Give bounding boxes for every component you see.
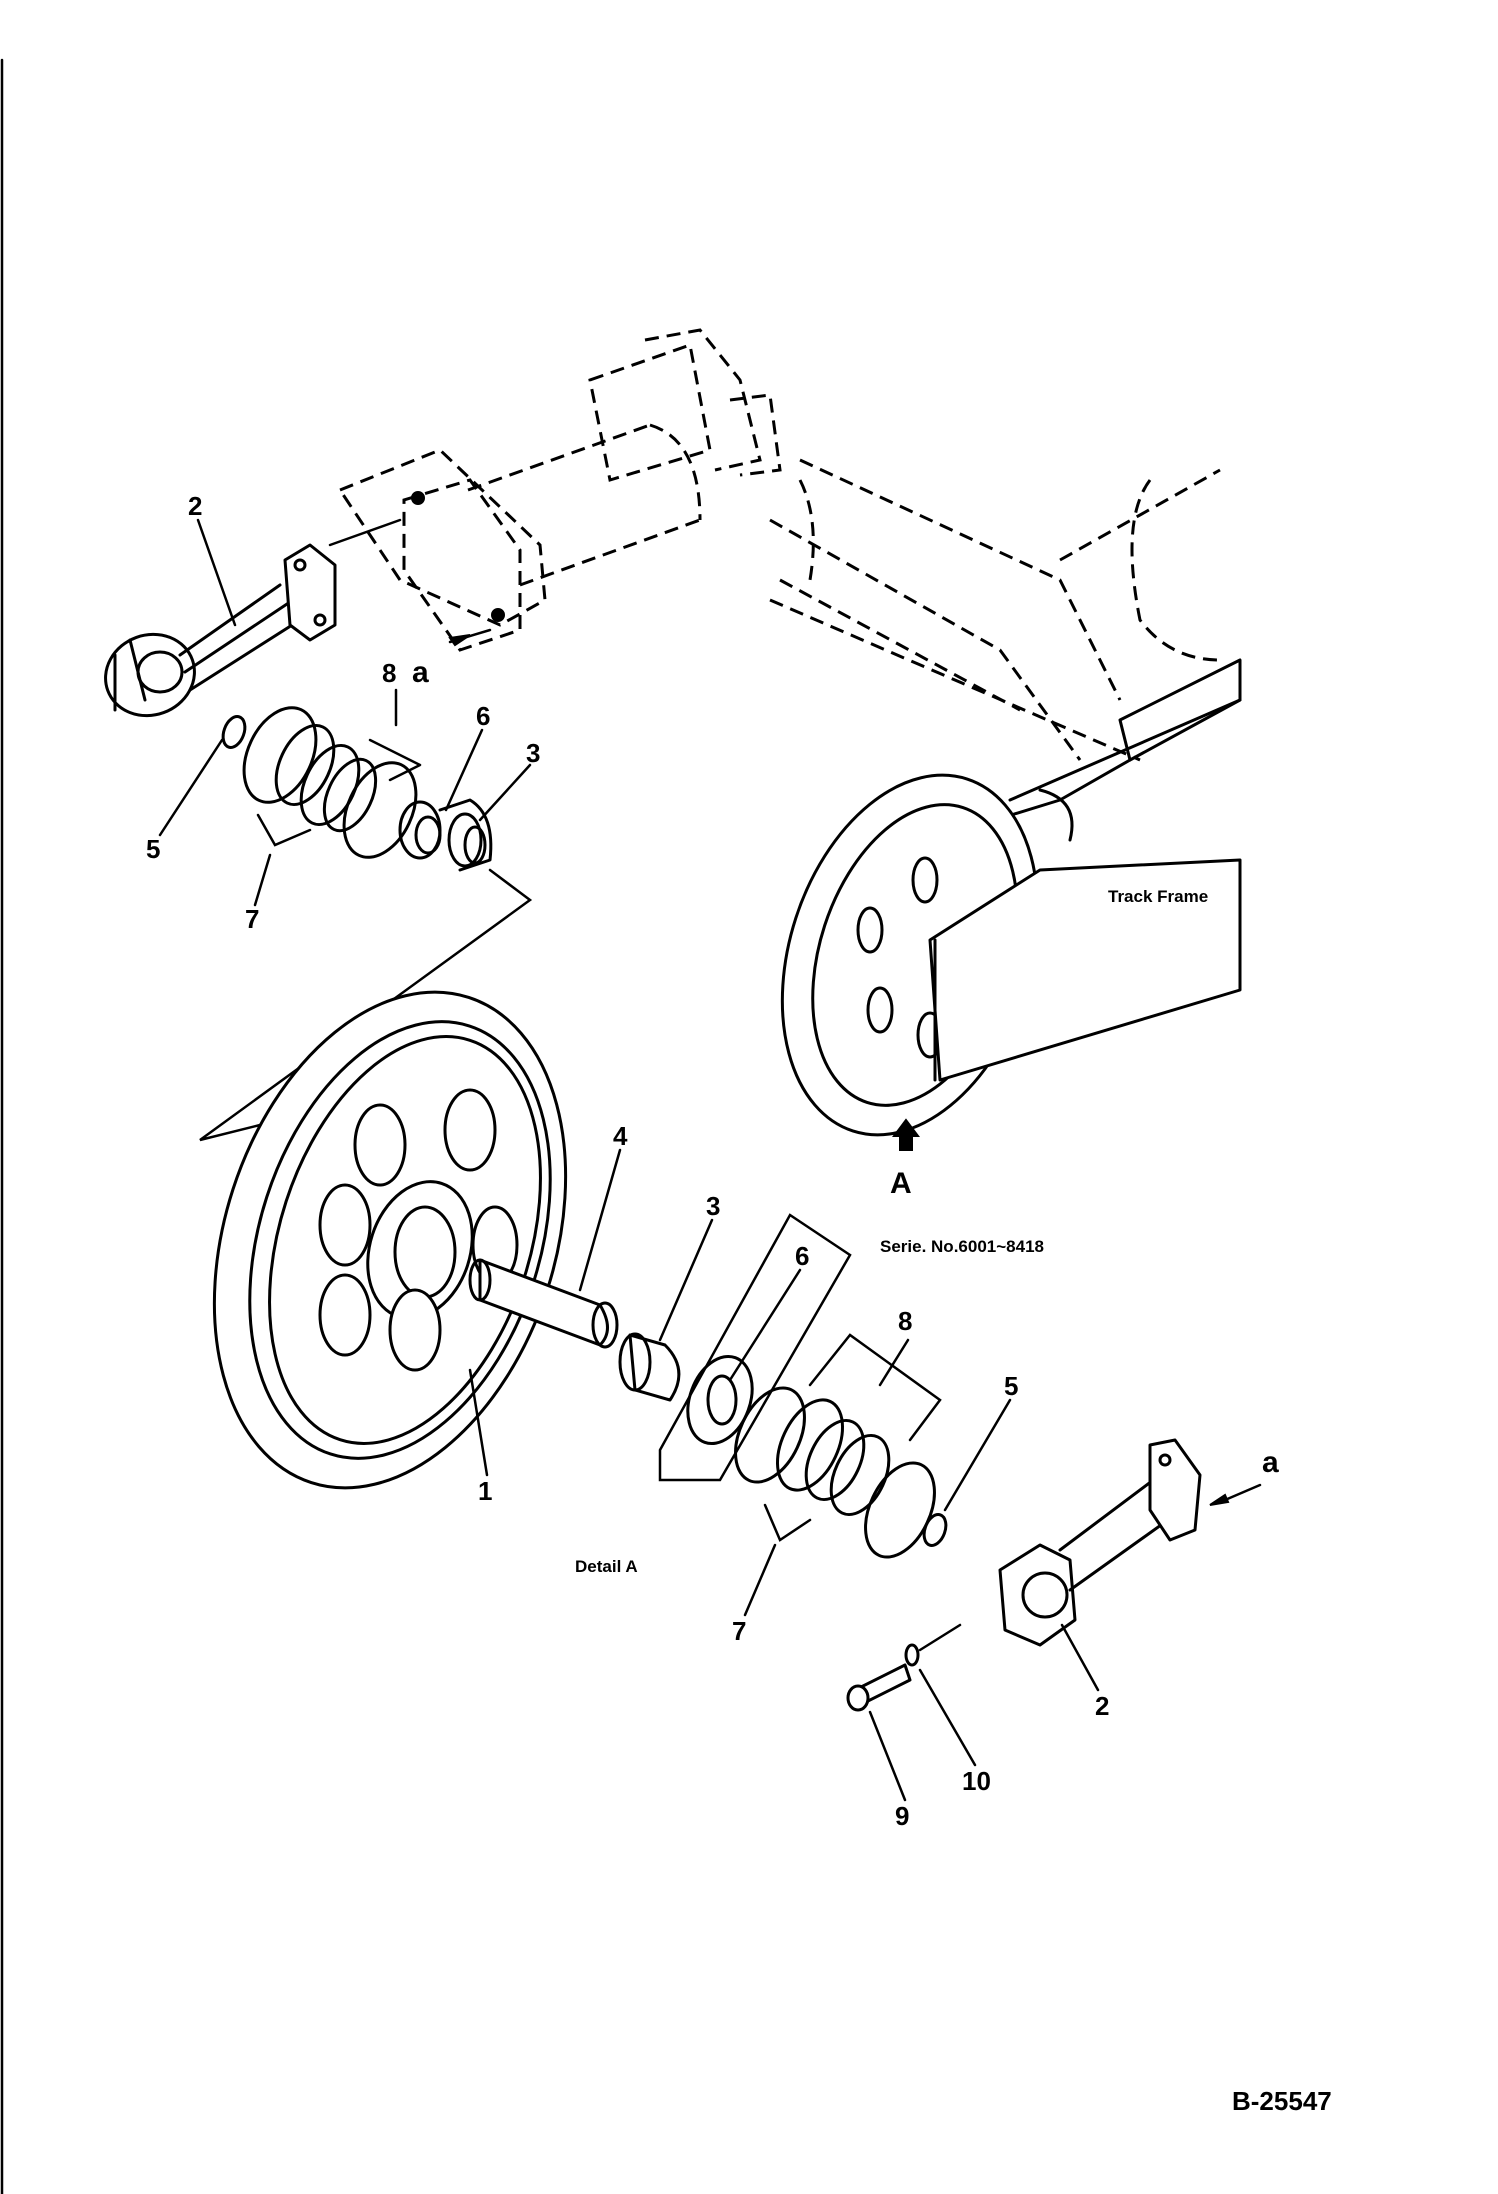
seal-group-bottom bbox=[734, 1386, 936, 1559]
callout-1: 1 bbox=[478, 1476, 492, 1506]
front-idler-in-frame bbox=[780, 773, 1242, 1137]
serial-range: Serie. No.6001~8418 bbox=[880, 1237, 1044, 1256]
view-a-arrow bbox=[892, 1118, 920, 1151]
callout-labels: 2 8 5 6 3 7 4 3 6 8 5 1 7 2 9 10 a a Tra… bbox=[146, 491, 1332, 2116]
oring-bottom-shape bbox=[922, 1513, 948, 1547]
detail-ref-a: A bbox=[890, 1167, 912, 1200]
seal-group-top bbox=[242, 706, 418, 859]
leader-lines bbox=[158, 518, 1100, 1802]
callout-6-top: 6 bbox=[476, 701, 490, 731]
bracket-8-bottom bbox=[808, 1333, 942, 1442]
callout-6-bottom: 6 bbox=[795, 1241, 809, 1271]
view-marker-a-top: a bbox=[412, 656, 429, 689]
callout-7-top: 7 bbox=[245, 904, 259, 934]
drawing-code: B-25547 bbox=[1232, 2086, 1332, 2116]
shaft bbox=[468, 1258, 619, 1349]
callout-5-top: 5 bbox=[146, 834, 160, 864]
bracket-7-bottom bbox=[763, 1503, 812, 1542]
bushing-bottom bbox=[686, 1354, 754, 1446]
callout-10: 10 bbox=[962, 1766, 991, 1796]
cylinder-flange bbox=[328, 448, 547, 627]
detail-a-label: Detail A bbox=[575, 1557, 638, 1576]
callout-2-top: 2 bbox=[188, 491, 202, 521]
callout-3-top: 3 bbox=[526, 738, 540, 768]
track-frame-label: Track Frame bbox=[1108, 887, 1208, 906]
callout-8-top: 8 bbox=[382, 658, 396, 688]
view-marker-a-bottom: a bbox=[1262, 1446, 1279, 1479]
bracket-8-top bbox=[368, 738, 422, 782]
bolt-washer bbox=[846, 1623, 962, 1712]
bushing-collar-top bbox=[398, 798, 493, 872]
bracket-6-bottom bbox=[658, 1213, 852, 1482]
callout-7-bottom: 7 bbox=[732, 1616, 746, 1646]
yoke-bottom bbox=[998, 1438, 1202, 1647]
callout-9: 9 bbox=[895, 1801, 909, 1831]
bracket-7-top bbox=[256, 813, 312, 847]
collar-bottom bbox=[618, 1332, 681, 1402]
callout-4: 4 bbox=[613, 1121, 628, 1151]
idler-wheel bbox=[212, 990, 568, 1490]
callout-8-bottom: 8 bbox=[898, 1306, 912, 1336]
callout-2-bottom: 2 bbox=[1095, 1691, 1109, 1721]
oring-top-shape bbox=[221, 715, 247, 749]
yoke-top bbox=[104, 543, 337, 718]
callout-5-bottom: 5 bbox=[1004, 1371, 1018, 1401]
callout-3-bottom: 3 bbox=[706, 1191, 720, 1221]
